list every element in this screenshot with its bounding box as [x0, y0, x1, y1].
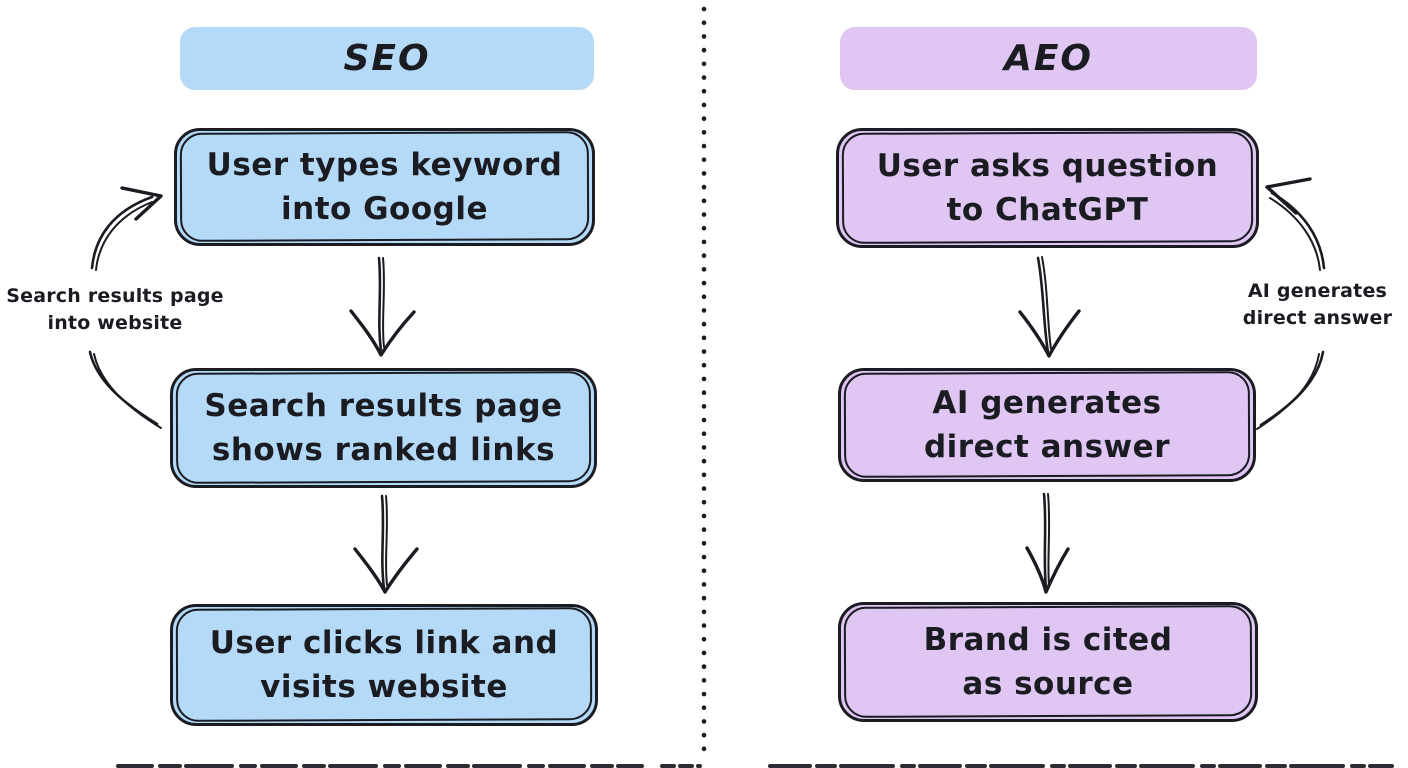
aeo-arrow-step1-step2 — [1018, 256, 1081, 358]
seo-arrow-step2-step3 — [353, 494, 419, 594]
seo-loop-label: Search results page into website — [6, 285, 224, 334]
aeo-step-box-3: Brand is cited as source — [838, 602, 1258, 722]
seo-step-box-3: User clicks link and visits website — [170, 604, 598, 726]
aeo-loop-label: AI generates direct answer — [1242, 280, 1393, 329]
aeo-step-box-2: AI generates direct answer — [838, 368, 1256, 482]
seo-arrow-step1-step2 — [349, 256, 416, 357]
aeo-column-header: AEO — [840, 27, 1257, 90]
aeo-step-3-label: Brand is cited as source — [923, 621, 1173, 702]
seo-step-box-2: Search results page shows ranked links — [170, 368, 597, 488]
seo-step-3-label: User clicks link and visits website — [209, 624, 559, 705]
seo-header-label: SEO — [343, 38, 431, 79]
seo-step-1-label: User types keyword into Google — [206, 146, 563, 227]
seo-column-header: SEO — [180, 27, 594, 90]
seo-step-2-label: Search results page shows ranked links — [204, 387, 563, 468]
seo-step-box-1: User types keyword into Google — [174, 128, 595, 246]
aeo-arrow-step2-step3 — [1025, 492, 1070, 594]
aeo-step-box-1: User asks question to ChatGPT — [836, 128, 1259, 248]
aeo-header-label: AEO — [1003, 38, 1094, 79]
aeo-step-2-label: AI generates direct answer — [923, 384, 1170, 465]
aeo-step-1-label: User asks question to ChatGPT — [876, 147, 1219, 228]
